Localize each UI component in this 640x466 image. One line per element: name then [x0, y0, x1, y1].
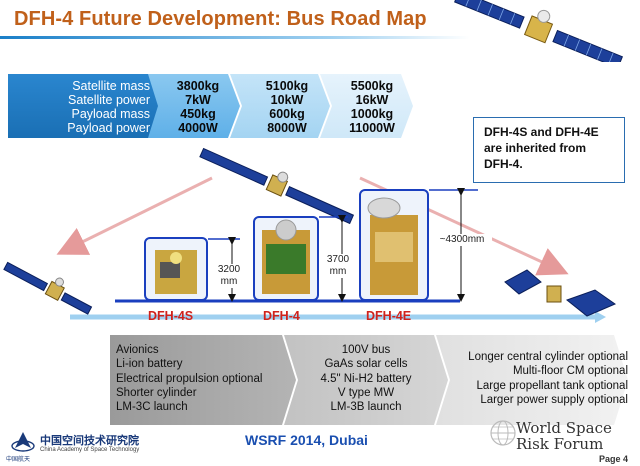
param-value: 1000kg — [350, 107, 394, 121]
param-value: 3800kg — [176, 79, 220, 93]
feature-item: Li-ion battery — [116, 358, 183, 371]
dfh4-height-label: 3700 mm — [323, 254, 353, 278]
feature-item: LM-3C launch — [116, 401, 188, 414]
feature-item: LM-3B launch — [330, 401, 402, 414]
feature-item: 4.5" Ni-H2 battery — [320, 372, 412, 385]
event-label: WSRF 2014, Dubai — [245, 432, 368, 448]
features-dfh4s: Avionics Li-ion battery Electrical propu… — [116, 343, 262, 414]
bus-label-dfh4s: DFH-4S — [148, 309, 194, 323]
param-value: 5100kg — [265, 79, 309, 93]
dfh4s-height-label: 3200 mm — [214, 264, 244, 288]
param-value: 11000W — [349, 121, 395, 135]
param-value: 600kg — [269, 107, 305, 121]
feature-item: 100V bus — [341, 344, 391, 356]
dfh4e-height-label: ~4300mm — [432, 234, 492, 246]
param-column-dfh4e: 5500kg 16kW 1000kg 11000W — [330, 74, 414, 138]
param-column-dfh4: 5100kg 10kW 600kg 8000W — [242, 74, 332, 138]
org-name-cn: 中国空间技术研究院 — [40, 435, 139, 447]
org-name-en: China Academy of Space Technology — [40, 447, 140, 453]
feature-item: Longer central cylinder optional — [468, 351, 628, 363]
param-value: 7kW — [185, 93, 211, 107]
wsrf-globe-icon — [490, 420, 516, 446]
feature-item: V type MW — [337, 386, 395, 399]
param-value: 4000W — [178, 121, 218, 135]
roadmap-diagram — [3, 147, 617, 323]
param-label: Satellite power — [68, 93, 150, 107]
bus-label-dfh4: DFH-4 — [263, 309, 300, 323]
feature-item: Shorter cylinder — [116, 386, 197, 399]
page-title: DFH-4 Future Development: Bus Road Map — [14, 8, 427, 30]
feature-item: Electrical propulsion optional — [116, 372, 263, 385]
wsrf-line1: World Space — [516, 419, 612, 437]
features-dfh4: 100V bus GaAs solar cells 4.5" Ni-H2 bat… — [296, 343, 436, 414]
feature-item: Large propellant tank optional — [476, 379, 628, 392]
param-value: 5500kg — [350, 79, 394, 93]
feature-band-shapes — [110, 335, 628, 425]
title-underline — [0, 36, 470, 39]
parameter-labels-box: Satellite mass Satellite power Payload m… — [8, 74, 158, 138]
feature-item: Larger power supply optional — [480, 393, 628, 406]
param-value: 8000W — [267, 121, 307, 135]
param-label: Payload power — [67, 121, 150, 135]
parameter-table: Satellite mass Satellite power Payload m… — [8, 74, 413, 138]
feature-item: Multi-floor CM optional — [512, 365, 628, 378]
param-value: 450kg — [180, 107, 216, 121]
inheritance-note: DFH-4S and DFH-4E are inherited from DFH… — [473, 117, 625, 183]
wsrf-logo-text: World Space Risk Forum — [516, 420, 612, 452]
param-label: Payload mass — [71, 107, 150, 121]
logo-small-text: 中国航天 — [6, 457, 31, 463]
feature-item: Avionics — [116, 344, 159, 356]
features-dfh4e: Longer central cylinder optional Multi-f… — [440, 350, 628, 407]
page-number: Page 4 — [598, 454, 628, 464]
feature-item: GaAs solar cells — [324, 358, 408, 371]
satellite-icon — [454, 0, 624, 62]
param-label: Satellite mass — [72, 79, 150, 93]
wsrf-line2: Risk Forum — [516, 435, 604, 453]
bus-label-dfh4e: DFH-4E — [366, 309, 412, 323]
param-value: 16kW — [355, 93, 389, 107]
feature-band: Avionics Li-ion battery Electrical propu… — [110, 335, 628, 425]
cast-logo-icon — [11, 432, 35, 452]
param-column-dfh4s: 3800kg 7kW 450kg 4000W — [158, 74, 238, 138]
param-value: 10kW — [270, 93, 304, 107]
parameter-arrows — [148, 74, 413, 138]
